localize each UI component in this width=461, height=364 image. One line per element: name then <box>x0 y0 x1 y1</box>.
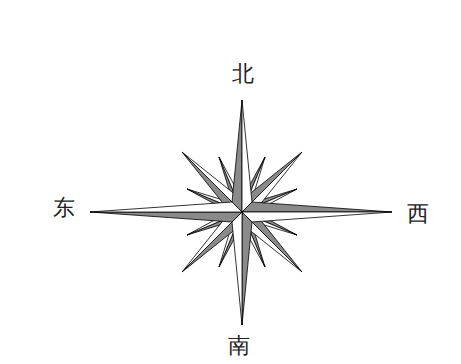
direction-label: 东 <box>53 197 75 219</box>
direction-label: 西 <box>407 203 429 225</box>
direction-label: 北 <box>232 63 254 85</box>
direction-label: 南 <box>228 335 250 357</box>
